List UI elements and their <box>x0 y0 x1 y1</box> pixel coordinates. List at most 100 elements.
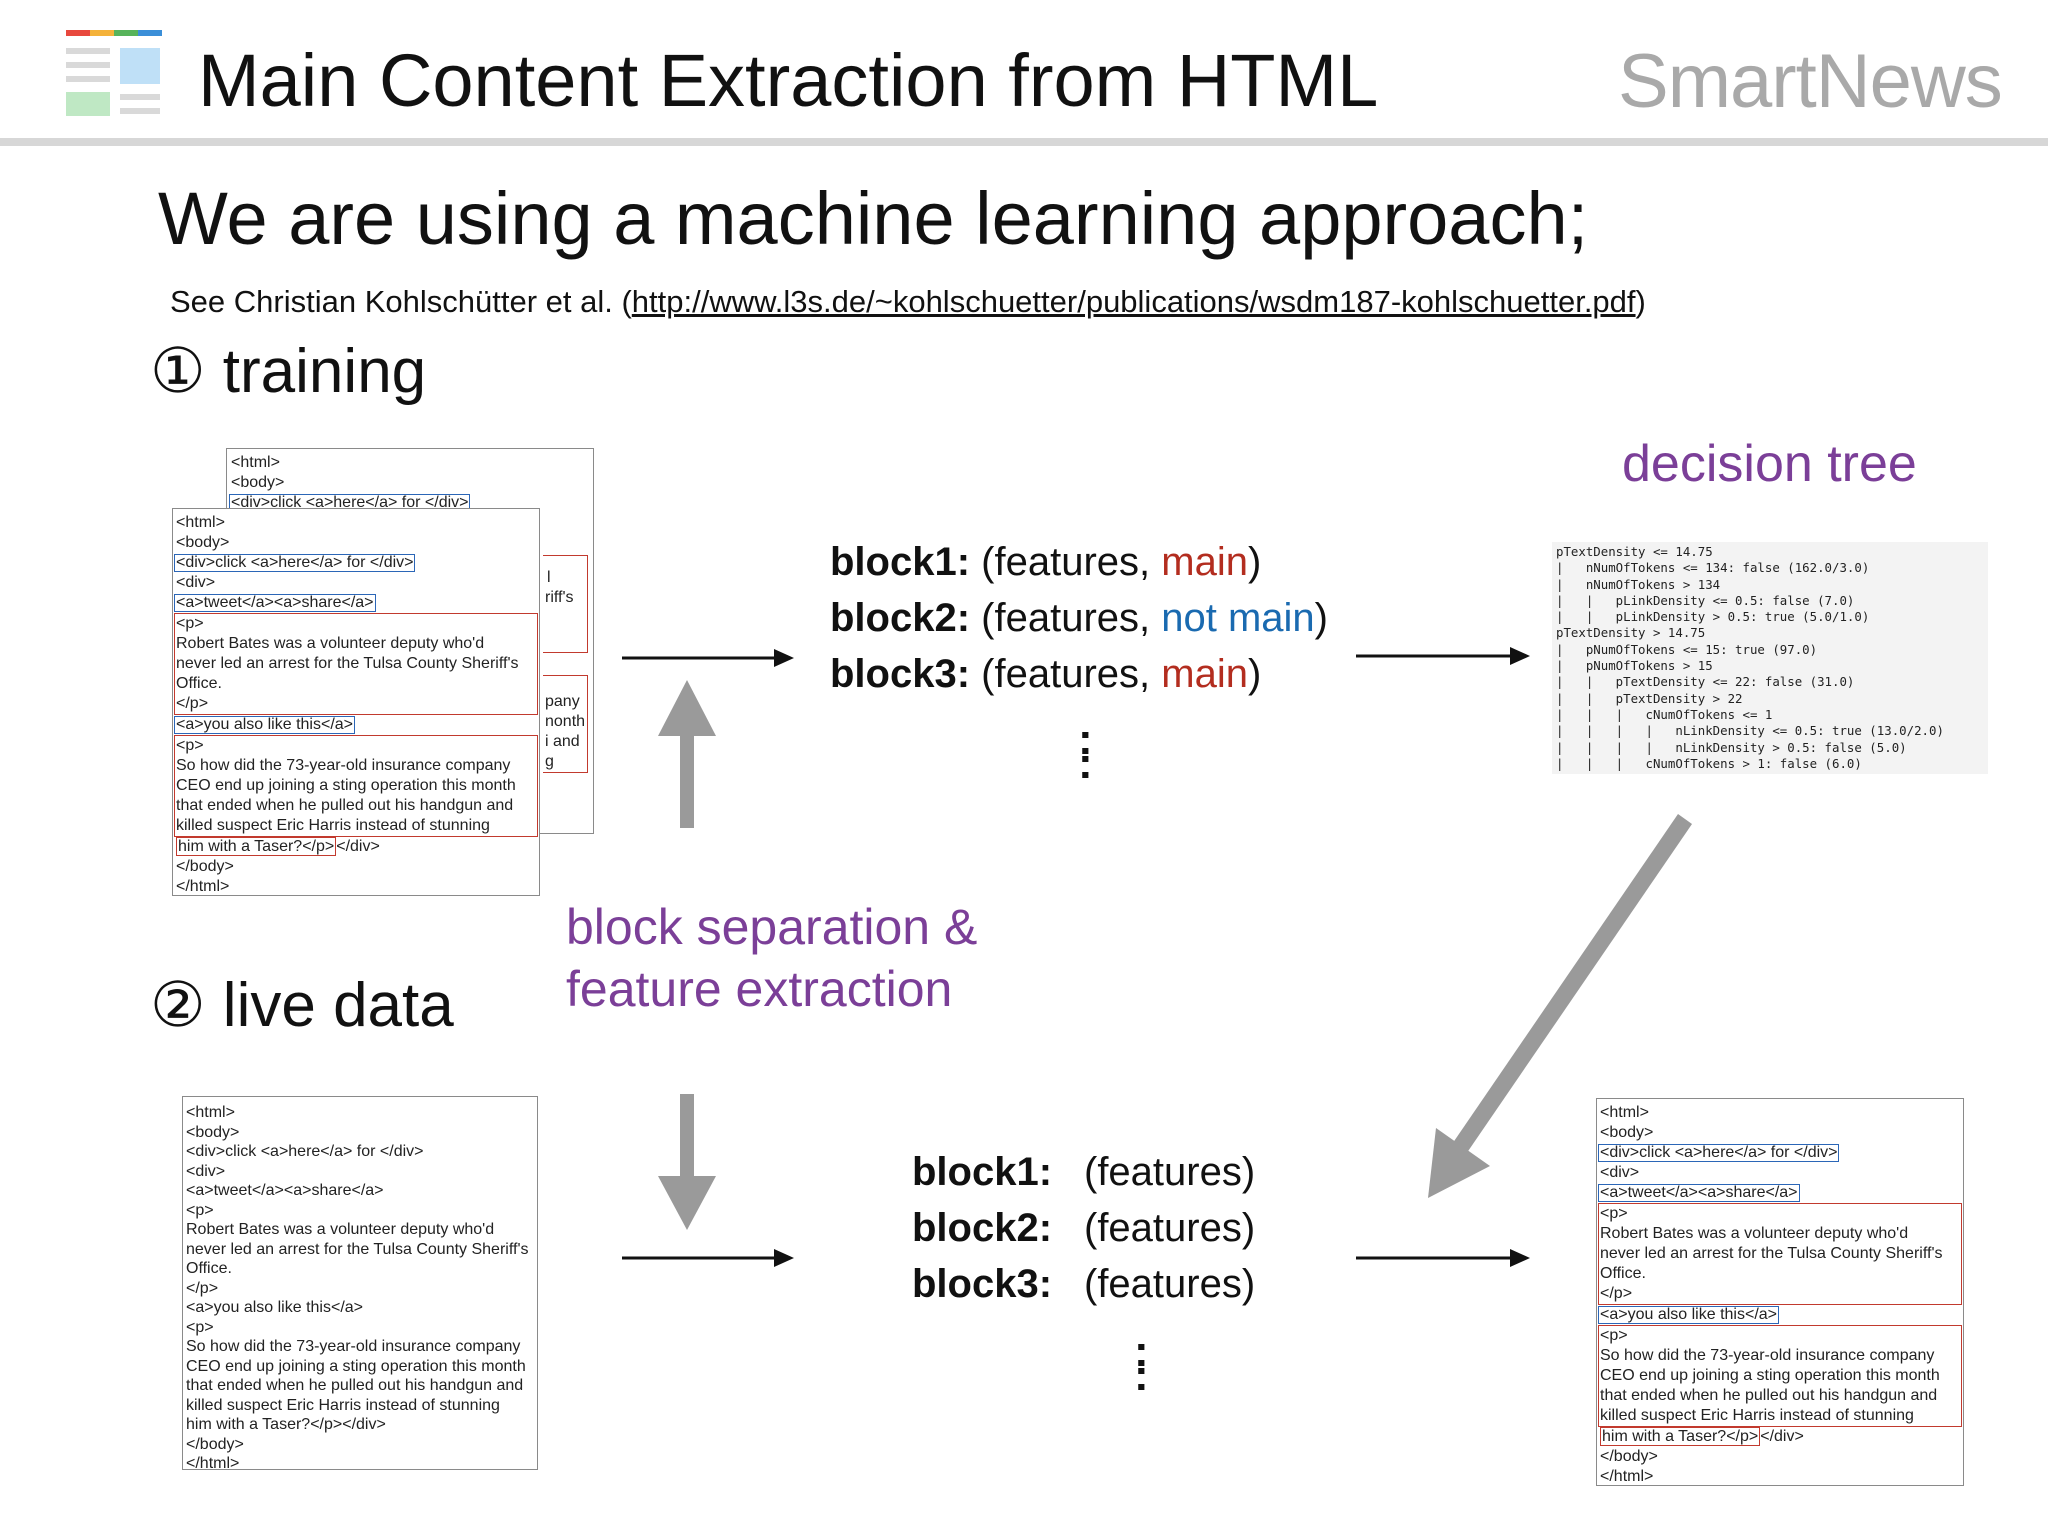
doc-line: </p> <box>176 695 209 712</box>
doc-line: <html> <box>1600 1104 1649 1121</box>
decision-tree-line: | | pTextDensity <= 22: false (31.0) <box>1556 674 1855 690</box>
decision-tree-line: | | | | nLinkDensity > 0.5: false (5.0) <box>1556 739 1907 755</box>
live-block-row: block1: (features) <box>912 1150 1255 1206</box>
block-class-main: main <box>1161 652 1248 696</box>
training-block-row: block3: (features, main) <box>830 652 1328 708</box>
block-features: (features) <box>1084 1262 1256 1306</box>
back-fragment: riff's <box>545 589 574 606</box>
news-feed-logo-icon <box>66 30 162 116</box>
doc-line: that ended when he pulled out his handgu… <box>176 797 514 814</box>
doc-line: <div> <box>1600 1164 1640 1181</box>
arrow-head <box>1510 1249 1530 1267</box>
step-live-label: ② live data <box>150 971 454 1040</box>
not-main-block: <a>tweet</a><a>share</a> <box>174 594 376 612</box>
doc-line: that ended when he pulled out his handgu… <box>186 1377 524 1394</box>
training-block-row: block1: (features, main) <box>830 540 1328 596</box>
step-training-label: ① training <box>150 337 427 406</box>
decision-tree-text: pTextDensity <= 14.75| nNumOfTokens <= 1… <box>1552 542 1988 774</box>
doc-line: So how did the 73-year-old insurance com… <box>1600 1347 1935 1364</box>
live-html-doc: <html> <body> <div>click <a>here</a> for… <box>182 1096 538 1470</box>
doc-line: Robert Bates was a volunteer deputy who'… <box>176 635 485 652</box>
back-fragment: l <box>547 569 551 586</box>
doc-line: that ended when he pulled out his handgu… <box>1600 1387 1938 1404</box>
main-block: <p> So how did the 73-year-old insurance… <box>1598 1325 1962 1427</box>
decision-tree-line: | | pLinkDensity <= 0.5: false (7.0) <box>1556 592 1855 608</box>
live-block-row: block3: (features) <box>912 1262 1255 1318</box>
block-close: ) <box>1247 652 1262 696</box>
block-label: block1: <box>830 540 971 584</box>
decision-tree-line: | nNumOfTokens > 134 <box>1556 576 1721 592</box>
doc-line: <body> <box>186 1123 240 1141</box>
arrow-tree-to-output-head <box>1428 1128 1490 1198</box>
doc-line: So how did the 73-year-old insurance com… <box>186 1338 521 1355</box>
decision-tree-line: | nNumOfTokens <= 134: false (162.0/3.0) <box>1556 560 1870 576</box>
arrow-down-head <box>658 1176 716 1230</box>
back-fragment-box-1: l riff's <box>543 555 588 653</box>
block-class-not-main: not main <box>1161 596 1315 640</box>
block-class-main: main <box>1161 540 1248 584</box>
citation-link[interactable]: http://www.l3s.de/~kohlschuetter/publica… <box>631 284 1636 319</box>
training-ellipsis: : : <box>1078 718 1093 786</box>
block-features: (features) <box>1084 1150 1256 1194</box>
decision-tree-line: | pNumOfTokens <= 15: true (97.0) <box>1556 641 1818 657</box>
classified-html-doc: <html> <body> <div>click <a>here</a> for… <box>1596 1098 1964 1486</box>
training-block-row: block2: (features, not main) <box>830 596 1328 652</box>
doc-line: <body> <box>176 534 230 551</box>
arrow-head <box>774 1249 794 1267</box>
block-label: block3: <box>830 652 971 696</box>
ellipsis-dot: : <box>1134 1327 1149 1376</box>
decision-tree-line: | | | cNumOfTokens <= 1 <box>1556 706 1773 722</box>
doc-line: <a>tweet</a><a>share</a> <box>186 1182 384 1199</box>
doc-line: never led an arrest for the Tulsa County… <box>186 1240 529 1258</box>
doc-line: So how did the 73-year-old insurance com… <box>176 757 511 774</box>
block-features: (features, <box>981 596 1162 640</box>
doc-line: killed suspect Eric Harris instead of st… <box>1600 1407 1914 1424</box>
doc-line: </html> <box>176 878 230 895</box>
brand-logo: SmartNews <box>1618 39 2003 124</box>
doc-line: <body> <box>1600 1124 1654 1141</box>
back-fragment: pany <box>545 693 580 710</box>
doc-line: <p> <box>176 737 204 754</box>
arrow-up-shaft <box>680 722 694 828</box>
doc-line: </div> <box>1760 1428 1804 1445</box>
live-blocks: block1: (features) block2:(features) bloc… <box>912 1150 1255 1318</box>
doc-line: <p> <box>1600 1205 1628 1222</box>
back-fragment: nonth <box>545 713 586 730</box>
doc-line: </body> <box>186 1435 244 1453</box>
decision-tree-line: | | | cNumOfTokens > 1: false (6.0) <box>1556 755 1862 771</box>
arrow-up-head <box>658 680 716 736</box>
block-label: block3: <box>912 1262 1053 1306</box>
back-fragment: i and <box>545 733 580 750</box>
doc-line: <html> <box>176 514 225 531</box>
doc-line: Office. <box>186 1260 232 1277</box>
not-main-block: <a>you also like this</a> <box>1598 1306 1780 1324</box>
doc-line: Robert Bates was a volunteer deputy who'… <box>1600 1225 1909 1242</box>
main-block: him with a Taser?</p> <box>1600 1427 1761 1446</box>
app-logo <box>62 28 162 128</box>
back-fragment-box-2: pany nonth i and g <box>543 675 588 773</box>
training-html-doc: <html> <body> <div>click <a>here</a> for… <box>172 508 540 896</box>
arrow-head <box>1510 647 1530 665</box>
block-close: ) <box>1247 540 1262 584</box>
back-fragment: g <box>545 753 554 770</box>
doc-line: killed suspect Eric Harris instead of st… <box>186 1396 500 1414</box>
main-block: <p> Robert Bates was a volunteer deputy … <box>174 613 538 715</box>
doc-line: <p> <box>176 615 204 632</box>
citation-suffix: ) <box>1635 284 1646 319</box>
doc-line: </body> <box>1600 1448 1658 1465</box>
not-main-block: <div>click <a>here</a> for </div> <box>1598 1144 1840 1162</box>
doc-line: Robert Bates was a volunteer deputy who'… <box>186 1221 495 1238</box>
citation-prefix: See Christian Kohlschütter et al. ( <box>170 284 632 319</box>
doc-line: never led an arrest for the Tulsa County… <box>176 655 519 672</box>
doc-line: <html> <box>231 454 280 471</box>
arrow-tree-to-output-shaft <box>1448 814 1692 1160</box>
block-separation-line1: block separation & <box>566 899 978 955</box>
block-label: block1: <box>912 1150 1053 1194</box>
training-blocks: block1: (features, main) block2: (featur… <box>830 540 1328 708</box>
live-ellipsis: : : <box>1134 1327 1149 1398</box>
main-block: <p> Robert Bates was a volunteer deputy … <box>1598 1203 1962 1305</box>
live-block-row: block2:(features) <box>912 1206 1255 1262</box>
arrow-down-shaft <box>680 1094 694 1182</box>
not-main-block: <a>you also like this</a> <box>174 716 356 734</box>
